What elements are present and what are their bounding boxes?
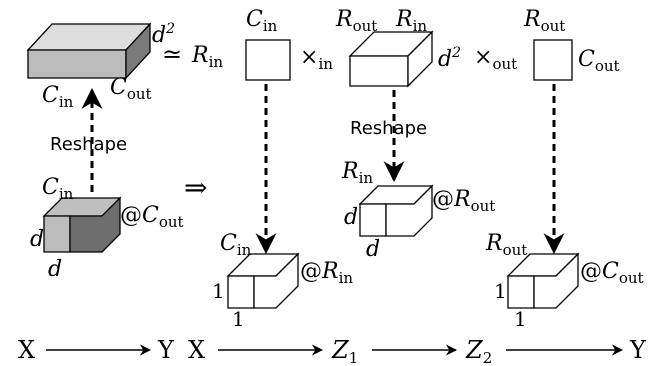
conv-box-2 bbox=[506, 252, 580, 309]
conv-box-1 bbox=[226, 252, 300, 309]
label-cin-conv1: Cin bbox=[220, 231, 252, 259]
label-cin-small: Cin bbox=[42, 175, 74, 203]
label-d2-big: d2 bbox=[152, 21, 175, 48]
label-cin-factor1: Cin bbox=[246, 7, 278, 35]
factor-rect-1 bbox=[245, 39, 291, 81]
label-one-conv2-b: 1 bbox=[514, 307, 527, 331]
label-at-cout-right: @Cout bbox=[580, 259, 644, 287]
label-at-rout: @Rout bbox=[432, 187, 495, 215]
label-rin-factor: Rin bbox=[191, 43, 223, 71]
left-y-label: Y bbox=[157, 336, 175, 364]
label-one-conv1-a: 1 bbox=[212, 279, 225, 303]
right-x-label: X bbox=[188, 336, 205, 364]
weight-tensor-box bbox=[26, 22, 152, 80]
left-x-label: X bbox=[18, 336, 35, 364]
label-at-cout-left: @Cout bbox=[120, 203, 184, 231]
label-cin-big: Cin bbox=[42, 83, 74, 111]
z1-label: Z1 bbox=[331, 336, 358, 366]
label-rin-core: Rin bbox=[395, 7, 427, 35]
small-tensor-box bbox=[42, 196, 122, 253]
label-rout-factor2: Rout bbox=[523, 7, 565, 35]
label-d-left-2: d bbox=[48, 257, 62, 282]
times-out-symbol: ×out bbox=[474, 45, 517, 73]
core-tensor-box bbox=[348, 30, 434, 88]
label-d-left-1: d bbox=[30, 227, 44, 252]
factor-rect-2 bbox=[533, 39, 573, 81]
reshape-label-left: Reshape bbox=[50, 134, 127, 155]
z2-label: Z2 bbox=[465, 336, 492, 366]
label-one-conv2-a: 1 bbox=[494, 279, 507, 303]
label-cout-big: Cout bbox=[110, 75, 152, 103]
label-at-rin: @Rin bbox=[300, 259, 353, 287]
label-rout-conv2: Rout bbox=[485, 231, 527, 259]
reshaped-core-box bbox=[358, 184, 434, 237]
times-in-symbol: ×in bbox=[300, 45, 333, 73]
simeq-symbol: ≃ bbox=[162, 40, 182, 68]
implies-symbol: ⇒ bbox=[184, 171, 207, 204]
label-d-core-2: d bbox=[366, 237, 380, 262]
label-rin-reshaped: Rin bbox=[341, 159, 373, 187]
reshape-label-right: Reshape bbox=[350, 118, 427, 139]
label-one-conv1-b: 1 bbox=[232, 307, 245, 331]
label-cout-factor2: Cout bbox=[578, 47, 620, 75]
label-d-core-1: d bbox=[344, 205, 358, 230]
label-rout-core: Rout bbox=[335, 7, 377, 35]
right-y-label: Y bbox=[629, 336, 647, 364]
label-d2-core: d2 bbox=[438, 45, 461, 72]
